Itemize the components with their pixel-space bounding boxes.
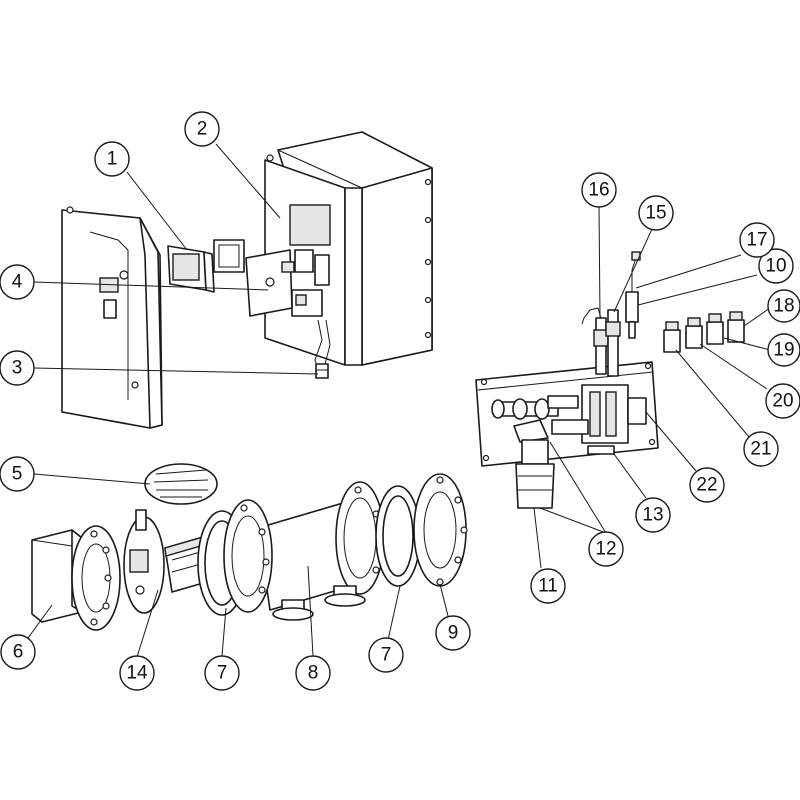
callout-10: 10 [758,248,794,284]
svg-text:7: 7 [381,645,392,666]
callout-1: 1 [94,141,130,177]
callout-22: 22 [689,467,725,503]
bottle-21 [663,321,681,353]
display-module [167,245,215,293]
leader-lines [27,143,771,658]
svg-text:9: 9 [448,623,459,644]
callout-15: 15 [638,195,674,231]
callout-6: 6 [0,634,36,670]
control-board [245,249,295,317]
svg-text:21: 21 [750,439,771,460]
probe-15 [605,309,621,377]
svg-text:3: 3 [12,358,23,379]
pipe-fittings [491,395,589,443]
callout-9: 9 [435,615,471,651]
left-end-flange [71,525,121,631]
callout-13: 13 [635,497,671,533]
bolt-set [144,463,218,505]
callout-14: 14 [119,655,155,691]
svg-text:2: 2 [197,119,208,140]
callout-7-right: 7 [368,637,404,673]
front-cover-panel [61,206,163,429]
callout-7-left: 7 [204,655,240,691]
svg-text:19: 19 [773,340,794,361]
svg-text:10: 10 [765,256,786,277]
callout-17: 17 [739,222,775,258]
bottle-19 [706,313,724,345]
svg-text:14: 14 [126,663,148,684]
callout-2: 2 [184,111,220,147]
svg-text:18: 18 [773,296,794,317]
electrical-enclosure [264,131,433,376]
callout-20: 20 [765,383,800,419]
callout-4: 4 [0,264,35,300]
callout-21: 21 [743,431,779,467]
filter-housing [515,439,555,509]
callout-12: 12 [588,531,624,567]
right-end-flange [413,473,468,587]
bottle-20 [685,317,703,349]
callout-16: 16 [581,172,617,208]
callout-3: 3 [0,350,35,386]
electrode-10 [625,251,641,339]
svg-text:1: 1 [107,149,118,170]
svg-text:5: 5 [12,464,23,485]
svg-text:6: 6 [13,642,24,663]
callout-11: 11 [530,568,566,604]
electrode-disc [123,509,165,614]
callouts: 1 2 3 4 5 6 7 7 8 9 10 11 12 13 14 15 16… [0,111,800,691]
svg-text:20: 20 [772,391,793,412]
bottle-18 [727,311,745,343]
svg-text:22: 22 [696,475,717,496]
svg-text:4: 4 [12,272,23,293]
svg-text:17: 17 [746,230,767,251]
cable-gland [315,363,329,379]
svg-text:7: 7 [217,663,228,684]
callout-19: 19 [767,333,800,367]
svg-text:15: 15 [645,203,666,224]
callout-8: 8 [295,655,331,691]
gasket-ring-right [375,485,421,587]
svg-text:11: 11 [538,576,558,597]
svg-text:16: 16 [588,180,609,201]
svg-text:12: 12 [595,539,616,560]
svg-text:13: 13 [642,505,663,526]
callout-5: 5 [0,456,35,492]
flow-cell [581,384,647,444]
svg-text:8: 8 [308,663,319,684]
display-frame [213,239,245,273]
reactor-body [223,481,385,621]
probe-16 [581,307,609,375]
reagent-bottles [663,311,745,353]
callout-18: 18 [767,289,800,323]
